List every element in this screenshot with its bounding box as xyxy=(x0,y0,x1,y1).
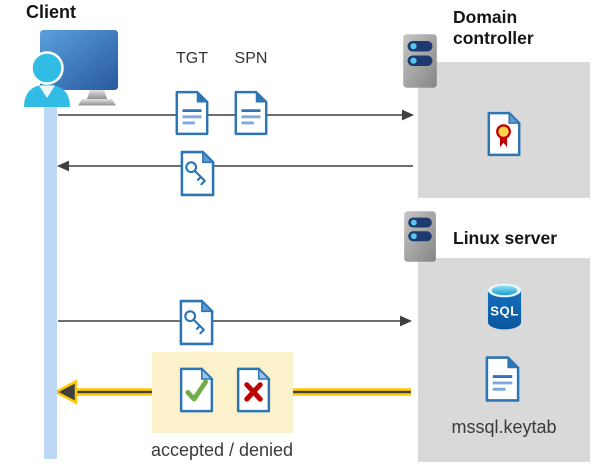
domain-controller-label: Domain controller xyxy=(453,7,534,48)
spn-label: SPN xyxy=(234,50,268,67)
spn-document-icon xyxy=(232,89,270,137)
domain-controller-server-icon xyxy=(402,33,438,89)
key-document-icon xyxy=(177,298,216,347)
check-document-icon xyxy=(177,366,216,414)
accepted-denied-label: accepted / denied xyxy=(150,440,294,460)
flow-dc-to-client xyxy=(57,160,413,172)
tgt-document-icon xyxy=(173,89,211,137)
linux-server-label: Linux server xyxy=(453,228,558,248)
flow-client-to-linux xyxy=(58,315,412,327)
tgt-label: TGT xyxy=(176,50,208,67)
certificate-document-icon xyxy=(485,110,523,158)
sql-database-icon: SQL xyxy=(486,281,523,332)
client-workstation-icon xyxy=(10,27,120,107)
keytab-document-icon xyxy=(483,353,522,405)
keytab-filename-label: mssql.keytab xyxy=(451,417,557,437)
key-document-icon xyxy=(178,149,217,198)
linux-server-icon xyxy=(403,209,437,264)
cross-document-icon xyxy=(234,366,273,414)
client-lifeline xyxy=(44,97,57,459)
client-label: Client xyxy=(26,2,77,22)
flow-client-to-dc xyxy=(58,109,414,121)
sql-label: SQL xyxy=(490,303,518,318)
